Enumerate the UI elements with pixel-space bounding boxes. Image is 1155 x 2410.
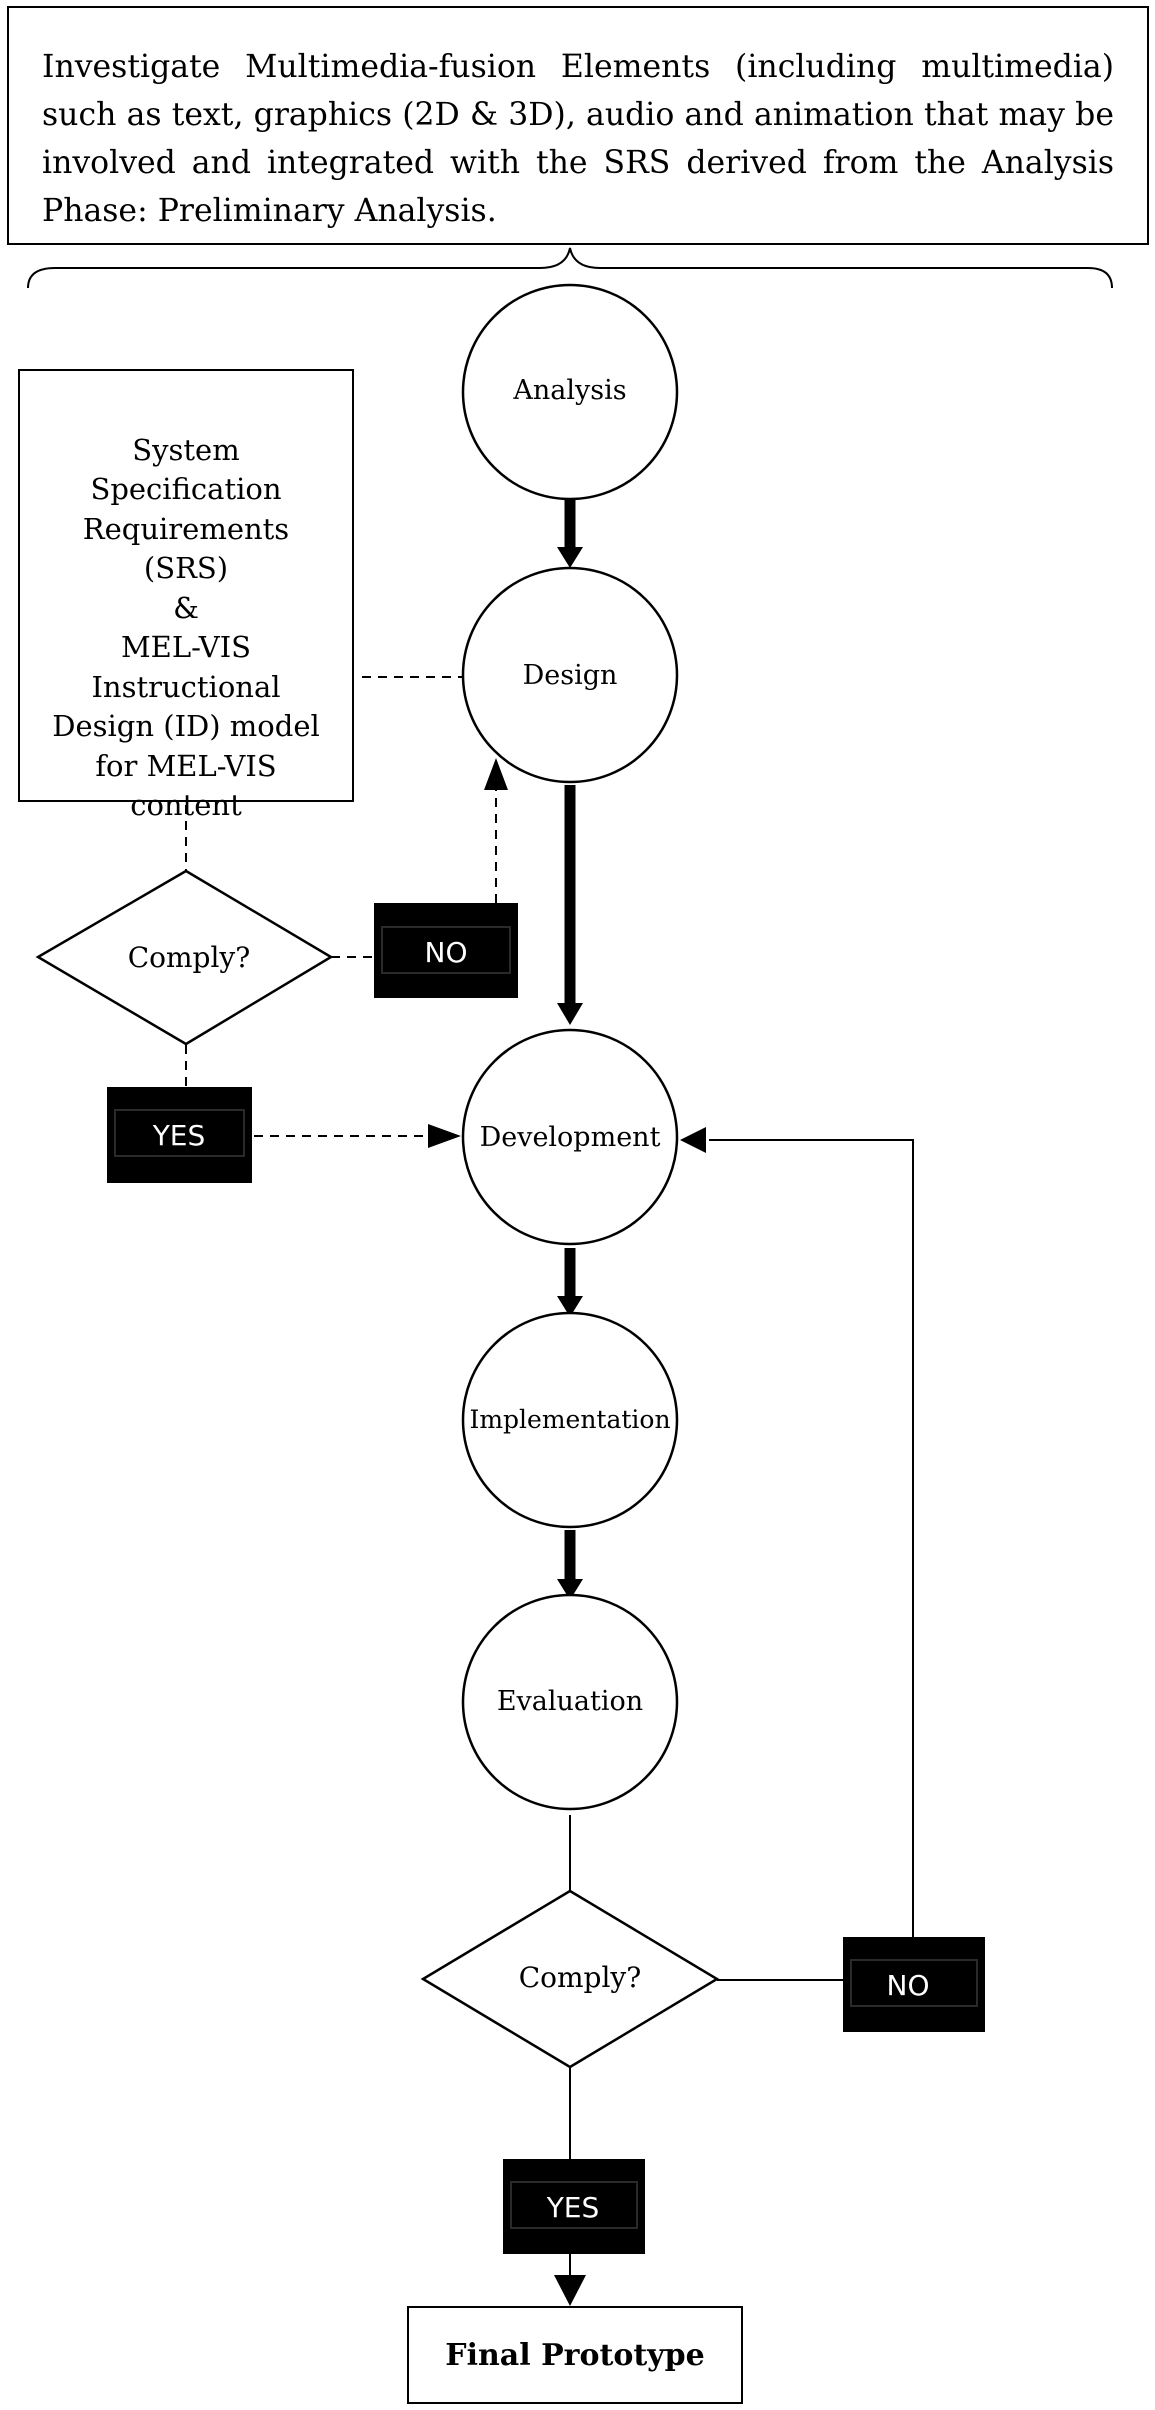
requirements-box: System Specification Requirements (SRS) … (18, 369, 354, 822)
node-implementation-label: Implementation (469, 1405, 670, 1434)
node-implementation: Implementation (461, 1311, 679, 1529)
node-evaluation-label: Evaluation (497, 1686, 643, 1717)
line-no-loop-to-development (709, 1139, 914, 1937)
final-prototype-label: Final Prototype (445, 2337, 705, 2373)
arrowhead-implementation (557, 1296, 583, 1317)
arrowhead-yes-to-development (428, 1124, 461, 1148)
decision-evaluation-check-label: Comply? (519, 1961, 642, 1994)
arrowhead-final (554, 2275, 586, 2306)
node-analysis-label: Analysis (512, 375, 626, 406)
node-evaluation: Evaluation (461, 1593, 679, 1811)
intro-text: Investigate Multimedia-fusion Elements (… (42, 49, 1114, 229)
node-design: Design (461, 566, 679, 784)
node-development: Development (461, 1028, 679, 1246)
arrowhead-design (557, 547, 583, 568)
tag-evaluation-yes: YES (503, 2159, 645, 2254)
tag-design-yes: YES (107, 1087, 252, 1183)
tag-design-yes-label: YES (152, 1119, 206, 1152)
arrowhead-development (557, 1003, 583, 1025)
tag-evaluation-no: NO (843, 1937, 985, 2032)
tag-design-no: NO (374, 903, 518, 998)
decision-design-check-label: Comply? (128, 941, 251, 974)
node-analysis: Analysis (461, 283, 679, 501)
tag-evaluation-no-label: NO (887, 1969, 930, 2002)
requirements-text: System Specification Requirements (SRS) … (52, 432, 320, 823)
tag-evaluation-yes-label: YES (546, 2191, 600, 2224)
decision-evaluation-check: Comply? (420, 1889, 720, 2069)
arrowhead-loop-to-development (680, 1127, 706, 1153)
intro-box: Investigate Multimedia-fusion Elements (… (7, 6, 1149, 245)
arrowhead-evaluation (557, 1579, 583, 1600)
arrowhead-no-to-design (484, 758, 508, 790)
tag-design-no-label: NO (425, 936, 468, 969)
curly-brace (27, 247, 1113, 289)
decision-design-check: Comply? (35, 869, 334, 1046)
node-development-label: Development (480, 1122, 661, 1153)
node-design-label: Design (523, 660, 618, 691)
final-prototype-box: Final Prototype (407, 2306, 743, 2404)
